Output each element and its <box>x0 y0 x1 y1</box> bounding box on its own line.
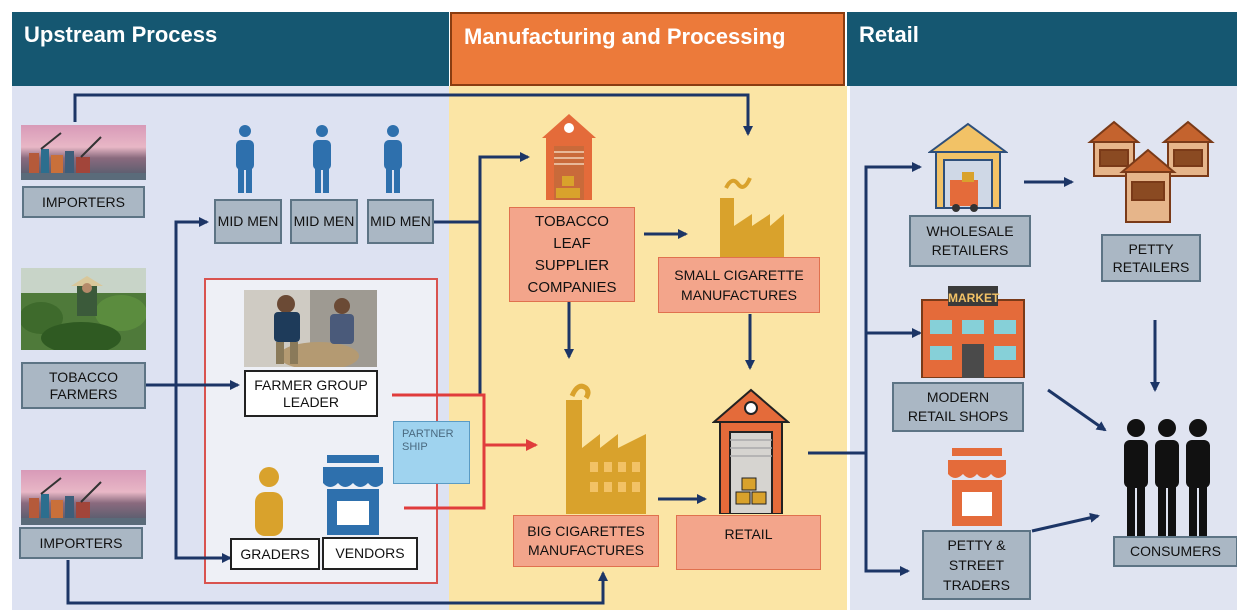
grader-person-icon <box>255 467 283 536</box>
petty-retailers-huts-icon <box>1087 120 1215 223</box>
node-graders: GRADERS <box>230 538 320 570</box>
vendor-shop-icon <box>323 455 383 535</box>
arrow-midmen-to-suppliers <box>434 152 530 224</box>
street-shop-icon <box>948 448 1006 526</box>
port-photo-bottom <box>21 470 146 525</box>
warehouse-icon <box>542 114 596 200</box>
red-link-fgl <box>392 393 486 510</box>
header-upstream: Upstream Process <box>12 12 449 86</box>
node-farmer-group-leader: FARMER GROUP LEADER <box>244 370 378 417</box>
wholesale-warehouse-icon <box>928 122 1008 212</box>
arrow-importers-top-to-small <box>73 93 753 136</box>
node-consumers: CONSUMERS <box>1113 536 1237 567</box>
node-big-cigarettes: BIG CIGARETTES MANUFACTURES <box>513 515 659 567</box>
header-manufacturing: Manufacturing and Processing <box>450 12 845 86</box>
arrow-to-wholesale <box>864 162 922 453</box>
retail-warehouse-icon <box>712 388 790 514</box>
node-vendors: VENDORS <box>322 537 418 570</box>
person-icon <box>313 125 331 193</box>
market-building-icon <box>921 286 1025 378</box>
node-modern-retail: MODERN RETAIL SHOPS <box>892 382 1024 432</box>
node-tobacco-farmers: TOBACCO FARMERS <box>21 362 146 409</box>
header-retail: Retail <box>847 12 1237 86</box>
port-photo-top <box>21 125 146 180</box>
person-icon <box>384 125 402 193</box>
node-mid-men-1: MID MEN <box>214 199 282 244</box>
market-sign-label: MARKET <box>948 291 1000 305</box>
arrow-to-petty-street <box>864 453 910 576</box>
arrow-upstream-split <box>174 217 209 385</box>
big-factory-icon <box>566 383 646 514</box>
consumers-group-icon <box>1124 419 1210 536</box>
node-wholesale-retailers: WHOLESALE RETAILERS <box>909 215 1031 267</box>
node-mid-men-2: MID MEN <box>290 199 358 244</box>
arrow-importers-bottom-to-big <box>66 560 608 605</box>
person-icon <box>236 125 254 193</box>
hut <box>1087 120 1141 177</box>
node-partnership: PARTNER SHIP <box>393 421 470 484</box>
arrow-to-graders <box>174 385 232 563</box>
node-importers-bottom: IMPORTERS <box>19 527 143 559</box>
arrow-street-to-consumers <box>1031 512 1100 533</box>
workers-photo <box>244 290 377 367</box>
arrow-modern-to-consumers <box>1047 388 1107 432</box>
node-petty-retailers: PETTY RETAILERS <box>1101 234 1201 282</box>
node-petty-street: PETTY & STREET TRADERS <box>922 530 1031 600</box>
node-tobacco-leaf-suppliers: TOBACCO LEAF SUPPLIER COMPANIES <box>509 207 635 302</box>
node-small-cigarette: SMALL CIGARETTE MANUFACTURES <box>658 257 820 313</box>
farmer-photo <box>21 268 146 350</box>
node-importers-top: IMPORTERS <box>22 186 145 218</box>
node-retail: RETAIL <box>676 515 821 570</box>
node-mid-men-3: MID MEN <box>367 199 434 244</box>
small-factory-icon <box>720 177 784 258</box>
